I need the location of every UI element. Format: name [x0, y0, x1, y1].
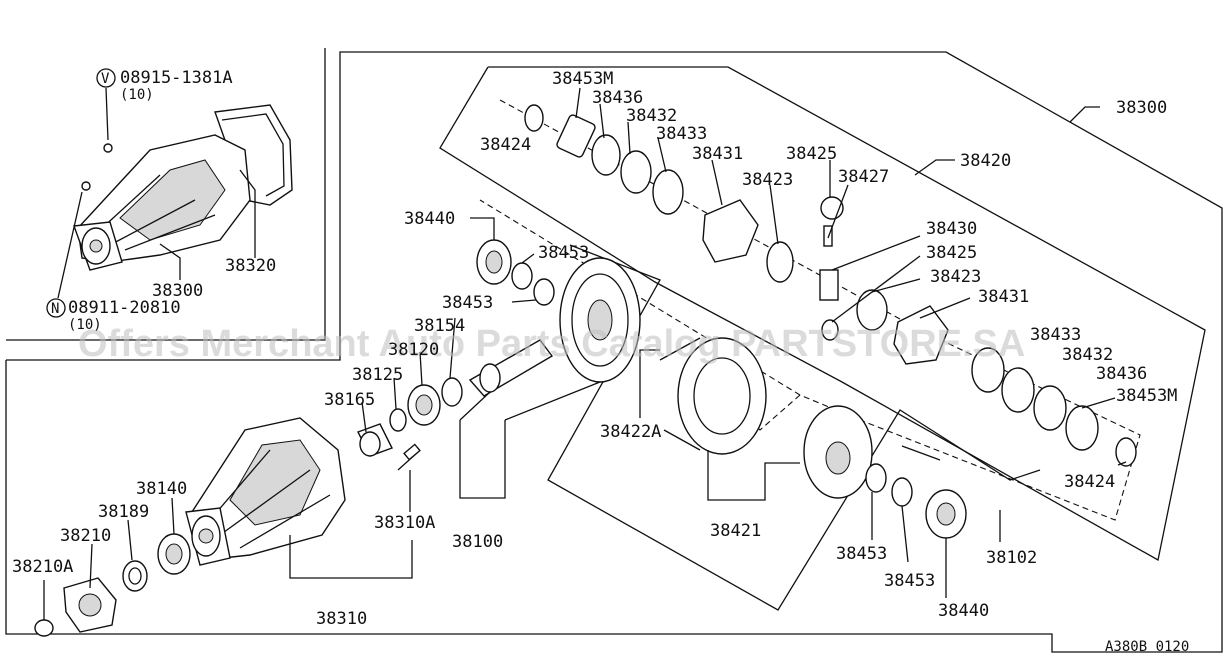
label-plate-mid2[interactable]: 38432 [1062, 345, 1113, 365]
upper-clutch-pack [524, 104, 844, 301]
label-spring-2[interactable]: 38431 [978, 287, 1029, 307]
label-inset-cover[interactable]: 38320 [225, 256, 276, 276]
leader-lines [43, 87, 1127, 620]
label-pinion-collar[interactable]: 38154 [414, 316, 465, 336]
label-washer-189[interactable]: 38189 [98, 502, 149, 522]
label-plate-mid[interactable]: 38433 [1030, 325, 1081, 345]
label-case-assy[interactable]: 38420 [960, 151, 1011, 171]
label-thrust-washer-top[interactable]: 38436 [592, 88, 643, 108]
label-assy-diff[interactable]: 38300 [1116, 98, 1167, 118]
label-spacer-block[interactable]: 38430 [926, 219, 977, 239]
label-shim-m-top[interactable]: 38453M [552, 69, 613, 89]
right-bearing-shims [865, 445, 967, 539]
label-case-half[interactable]: 38422A [600, 422, 661, 442]
label-pinion-gear-top[interactable]: 38423 [742, 170, 793, 190]
label-nut-bottom[interactable]: 08911-20810 [68, 298, 181, 318]
label-pinion-sleeve[interactable]: 38165 [324, 390, 375, 410]
carrier-housing-drawing [185, 417, 421, 566]
label-spring-top[interactable]: 38431 [692, 144, 743, 164]
label-washer-small-top[interactable]: 38424 [480, 135, 531, 155]
label-inset-housing[interactable]: 38300 [152, 281, 203, 301]
lower-clutch-pack [821, 289, 1137, 467]
label-pinion-bearing[interactable]: 38120 [388, 340, 439, 360]
label-shim-left-2[interactable]: 38453 [442, 293, 493, 313]
nut-bottom-marker: N [51, 301, 59, 317]
label-companion-flange[interactable]: 38210 [60, 526, 111, 546]
label-washer-small-mid[interactable]: 38424 [1064, 472, 1115, 492]
label-thrust-mid[interactable]: 38436 [1096, 364, 1147, 384]
frame-lines [5, 48, 1223, 653]
label-nut-bottom-qty: (10) [68, 317, 102, 333]
label-gear-set[interactable]: 38100 [452, 532, 503, 552]
left-bearing-shims [476, 239, 555, 306]
diff-case-drawing [659, 337, 873, 499]
label-flange-nut[interactable]: 38210A [12, 557, 73, 577]
bolt-top-marker: V [101, 71, 110, 87]
label-side-gear-2[interactable]: 38423 [930, 267, 981, 287]
label-bolt-top[interactable]: 08915-1381A [120, 68, 233, 88]
label-bolt-top-qty: (10) [120, 87, 154, 103]
label-carrier[interactable]: 38310 [316, 609, 367, 629]
label-shim-right-2[interactable]: 38453 [884, 571, 935, 591]
label-case-bolt[interactable]: 38102 [986, 548, 1037, 568]
label-bearing-right[interactable]: 38440 [938, 601, 989, 621]
label-shaft-pin[interactable]: 38427 [838, 167, 889, 187]
footer-code: A380B 0120 [1105, 639, 1189, 655]
label-bearing-left[interactable]: 38440 [404, 209, 455, 229]
label-shim-right-1[interactable]: 38453 [836, 544, 887, 564]
label-pinion-mate-2[interactable]: 38425 [926, 243, 977, 263]
label-case-group[interactable]: 38421 [710, 521, 761, 541]
ring-gear-pinion-drawing [468, 257, 641, 397]
label-oil-seal[interactable]: 38140 [136, 479, 187, 499]
label-shim-left-1[interactable]: 38453 [538, 243, 589, 263]
label-plate-top2[interactable]: 38433 [656, 124, 707, 144]
label-carrier-stud[interactable]: 38310A [374, 513, 435, 533]
label-pinion-spacer[interactable]: 38125 [352, 365, 403, 385]
inset-housing-drawing [73, 104, 293, 271]
label-pinion-mate[interactable]: 38425 [786, 144, 837, 164]
pinion-front-parts [34, 377, 463, 637]
label-plate-top[interactable]: 38432 [626, 106, 677, 126]
label-shim-m-mid[interactable]: 38453M [1116, 386, 1177, 406]
watermark-text: Offers Merchant Auto Parts Catalog PARTS… [78, 323, 1025, 365]
part-labels: V 08915-1381A (10) N 08911-20810 (10) 38… [12, 68, 1189, 655]
